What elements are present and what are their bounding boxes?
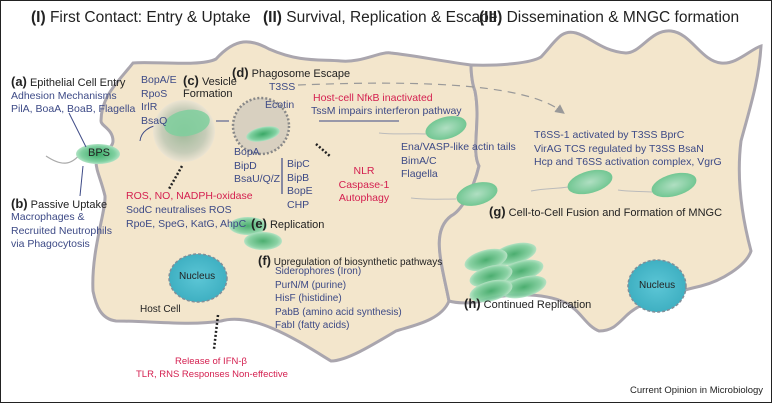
- replication-cluster: [464, 242, 547, 303]
- label-f: (f) Upregulation of biosynthetic pathway…: [258, 253, 443, 268]
- host-cell-label: Host Cell: [140, 304, 181, 315]
- actin-details: Ena/VASP-like actin tails BimA/C Flagell…: [401, 141, 516, 180]
- actin-tail-2: [410, 197, 457, 200]
- dotted-line-nlr: [315, 143, 332, 158]
- actin-tail-1: [378, 132, 427, 135]
- label-a: (a) Epithelial Cell Entry: [11, 74, 126, 89]
- bacterium-in-phagosome: [246, 126, 280, 142]
- label-e: (e) Replication: [251, 216, 325, 231]
- d-factors-left: BopA BipD BsaU/Q/Z: [234, 146, 281, 185]
- nfkb-label: Host-cell NfκB inactivated: [313, 92, 433, 104]
- dissemination-arrow: [297, 82, 565, 114]
- journal-credit: Current Opinion in Microbiology: [630, 385, 764, 396]
- label-d: (d) Phagosome Escape: [232, 65, 351, 80]
- escaping-bacterium-1: [425, 116, 467, 140]
- flagellum-bps: [45, 152, 82, 164]
- bacterium-in-vesicle: [164, 109, 210, 137]
- label-c: (c) Vesicle: [183, 73, 237, 88]
- flagellum-3: [530, 186, 569, 192]
- bacterium-cell3-1: [567, 169, 613, 195]
- label-b: (b) Passive Uptake: [11, 196, 108, 211]
- phagosome: [231, 96, 291, 156]
- a-details: Adhesion Mechanisms PilA, BoaA, BoaB, Fl…: [11, 90, 136, 115]
- ros-details: SodC neutralises ROS RpoE, SpeG, KatG, A…: [126, 204, 247, 230]
- dotted-line-ros: [167, 165, 184, 190]
- stage-1-header: (I) First Contact: Entry & Uptake: [31, 9, 251, 26]
- dotted-line-ifn: [212, 314, 220, 350]
- bacterium-cell3-2: [651, 172, 697, 198]
- flagellum-4: [617, 189, 653, 193]
- nucleus-right-label: Nucleus: [639, 280, 676, 291]
- nlr-details: NLR Caspase-1 Autophagy: [338, 165, 390, 204]
- bps-label: BPS: [88, 147, 111, 159]
- connector-a: [68, 112, 87, 148]
- connector-b: [79, 165, 84, 197]
- label-g: (g) Cell-to-Cell Fusion and Formation of…: [489, 204, 723, 219]
- ros-label: ROS, NO, NADPH-oxidase: [126, 190, 253, 202]
- escaping-bacterium-2: [456, 182, 498, 206]
- t6ss-details: T6SS-1 activated by T3SS BprC VirAG TCS …: [534, 129, 722, 168]
- nucleus-left: [168, 253, 228, 303]
- f-details: Siderophores (Iron) PurN/M (purine) HisF…: [275, 266, 402, 331]
- replicating-bacterium-1: [229, 217, 267, 235]
- nucleus-left-label: Nucleus: [179, 271, 216, 282]
- bacterium-bps: [76, 144, 120, 164]
- stage-3-header: (III) Dissemination & MNGC formation: [479, 9, 740, 26]
- tssm-label: TssM impairs interferon pathway: [311, 105, 462, 117]
- t3ss-label: T3SS: [269, 81, 296, 93]
- d-factors-right: BipC BipB BopE CHP: [287, 158, 313, 211]
- b-details: Macrophages & Recruited Neutrophils via …: [11, 211, 112, 250]
- label-c-line2: Formation: [183, 88, 233, 100]
- c-factors: BopA/E RpoS IrlR BsaQ: [141, 74, 177, 127]
- ifn-details: Release of IFN-β TLR, RNS Responses Non-…: [136, 356, 288, 380]
- label-h: (h) Continued Replication: [464, 296, 592, 311]
- stage-2-header: (II) Survival, Replication & Escape: [263, 9, 498, 26]
- replicating-bacterium-2: [244, 232, 282, 250]
- nucleus-right: [627, 259, 687, 313]
- ecotin-label: Ecotin: [265, 99, 295, 111]
